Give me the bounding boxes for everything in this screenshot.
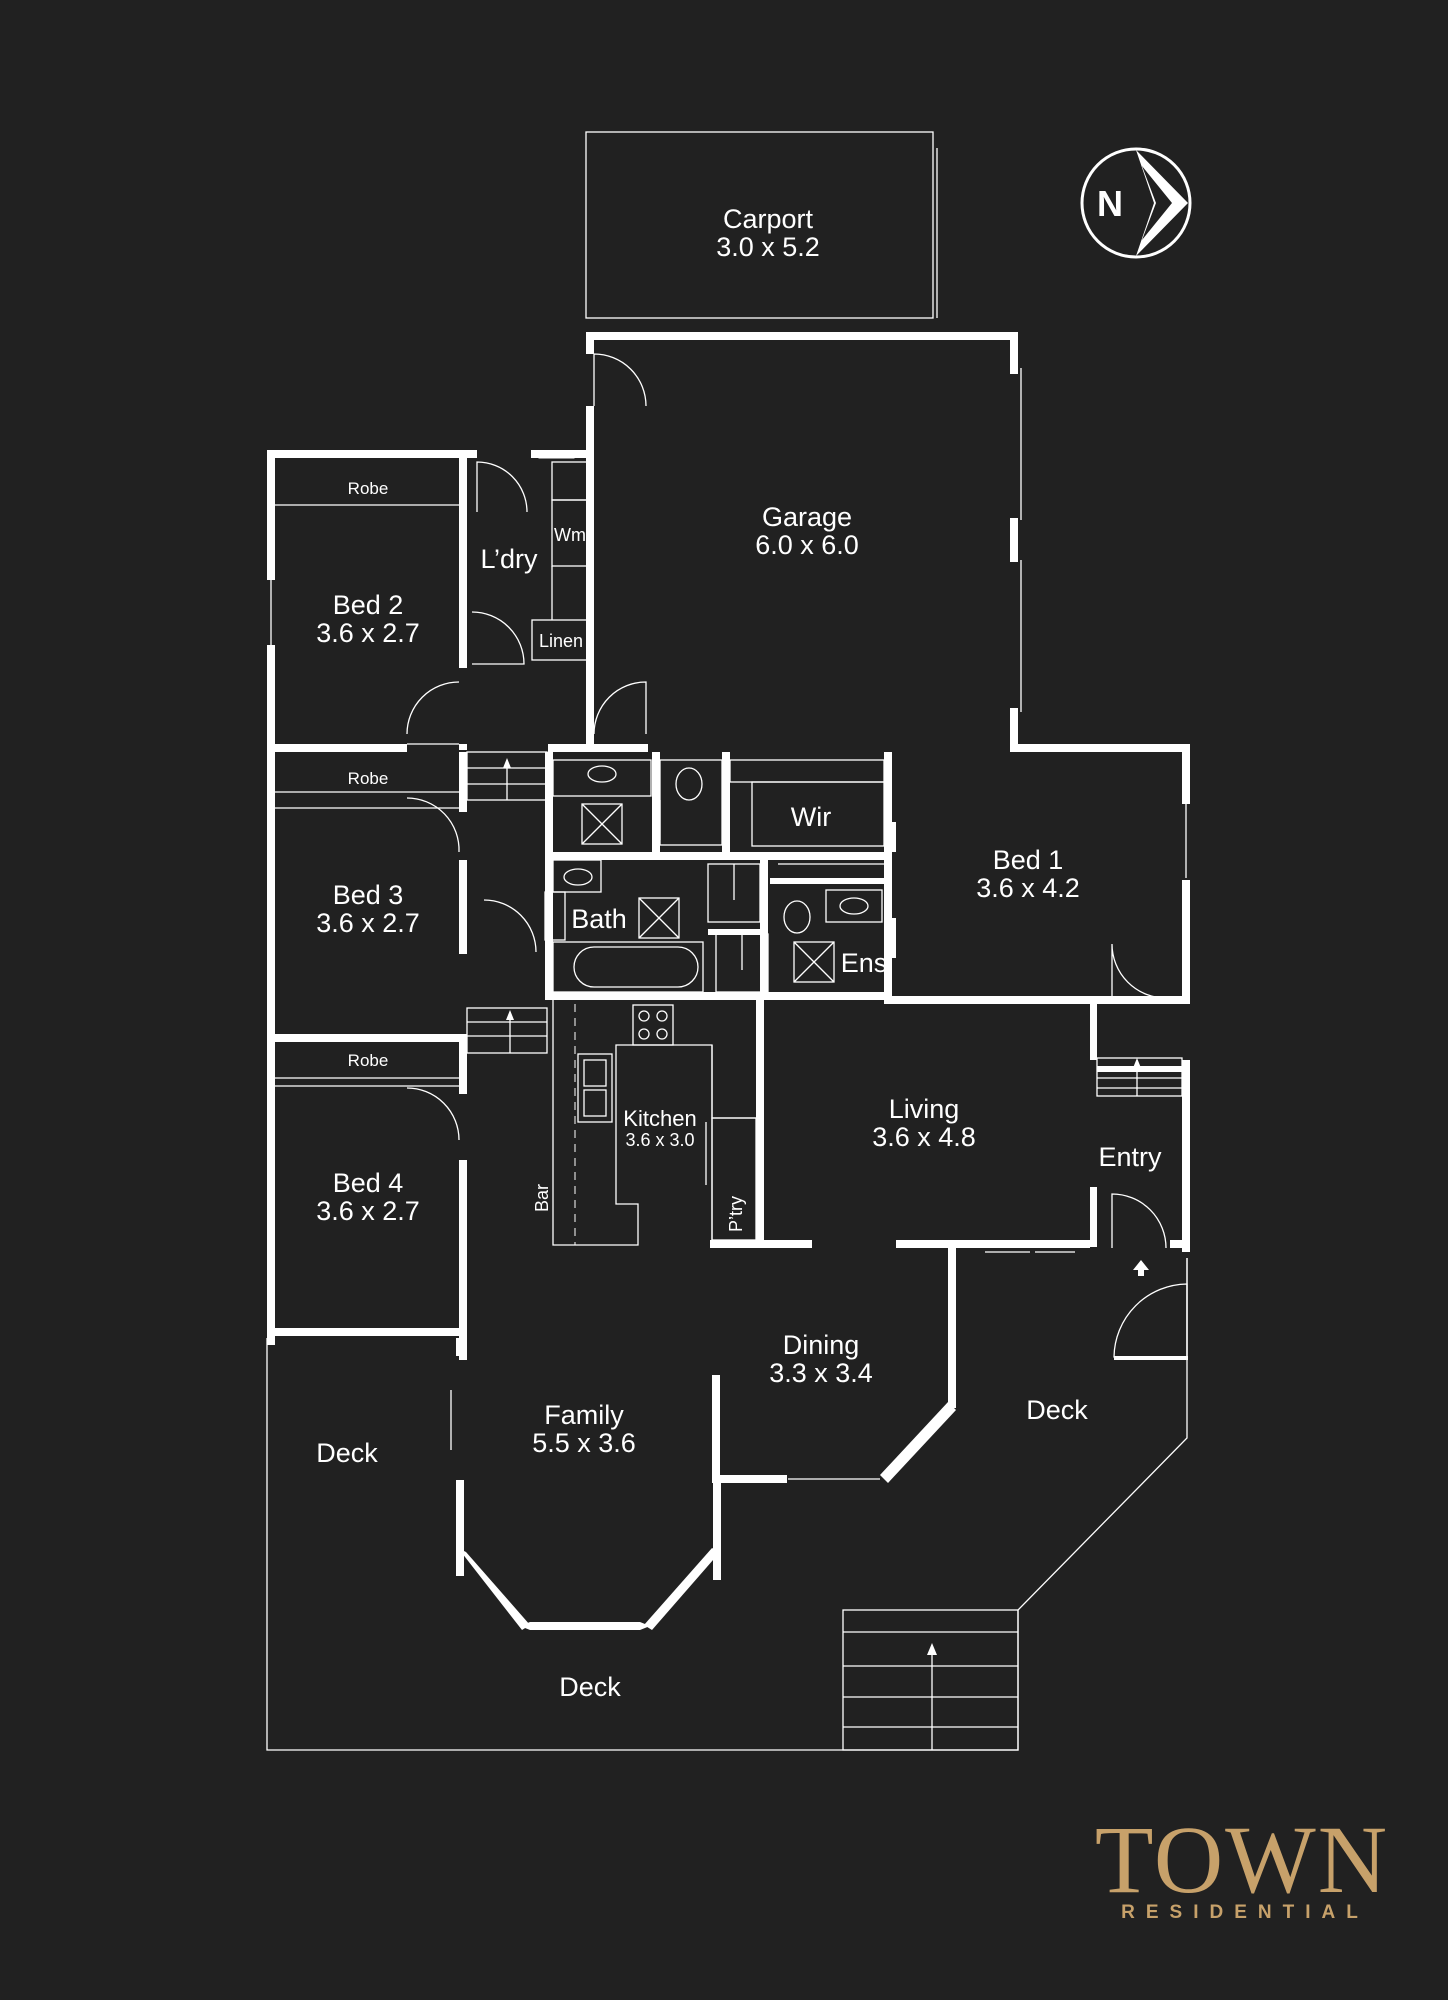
town-residential-logo: TOWN RESIDENTIAL bbox=[1095, 1806, 1389, 1923]
bed2-name: Bed 2 bbox=[333, 590, 404, 620]
bed4-name: Bed 4 bbox=[333, 1168, 404, 1198]
dining-size: 3.3 x 3.4 bbox=[769, 1358, 873, 1388]
bed2-size: 3.6 x 2.7 bbox=[316, 618, 420, 648]
kitchen-size: 3.6 x 3.0 bbox=[625, 1130, 694, 1150]
bed2-robe: Robe bbox=[348, 479, 389, 498]
carport-name: Carport bbox=[723, 204, 814, 234]
garage-size: 6.0 x 6.0 bbox=[755, 530, 859, 560]
deck-west-label: Deck bbox=[316, 1438, 378, 1468]
compass-label: N bbox=[1097, 183, 1123, 224]
wm-label: Wm bbox=[554, 525, 586, 545]
bed4-robe: Robe bbox=[348, 1051, 389, 1070]
pantry-label: P’try bbox=[726, 1196, 746, 1232]
carport-outline bbox=[585, 131, 938, 319]
bath-label: Bath bbox=[571, 904, 627, 934]
deck-east-label: Deck bbox=[1026, 1395, 1088, 1425]
fixtures bbox=[275, 461, 1183, 1276]
north-arrow-icon: N bbox=[1080, 147, 1192, 259]
entry-label: Entry bbox=[1098, 1142, 1162, 1172]
bed3-size: 3.6 x 2.7 bbox=[316, 908, 420, 938]
bar-label: Bar bbox=[532, 1184, 552, 1212]
windows bbox=[270, 368, 1187, 1627]
bed3-robe: Robe bbox=[348, 769, 389, 788]
bed1-name: Bed 1 bbox=[993, 845, 1064, 875]
deck-south-label: Deck bbox=[559, 1672, 621, 1702]
laundry-name: L’dry bbox=[480, 544, 538, 574]
bed3-name: Bed 3 bbox=[333, 880, 404, 910]
wir-label: Wir bbox=[791, 802, 831, 832]
carport-size: 3.0 x 5.2 bbox=[716, 232, 820, 262]
deck-outline bbox=[266, 1258, 1188, 1751]
dining-name: Dining bbox=[783, 1330, 860, 1360]
walls bbox=[267, 332, 1190, 1630]
linen-label: Linen bbox=[539, 631, 583, 651]
doors bbox=[406, 353, 1188, 1360]
living-name: Living bbox=[889, 1094, 960, 1124]
family-size: 5.5 x 3.6 bbox=[532, 1428, 636, 1458]
kitchen-name: Kitchen bbox=[623, 1106, 696, 1131]
room-labels: Carport 3.0 x 5.2 Garage 6.0 x 6.0 L’dry… bbox=[316, 204, 1162, 1702]
bed1-size: 3.6 x 4.2 bbox=[976, 873, 1080, 903]
bed4-size: 3.6 x 2.7 bbox=[316, 1196, 420, 1226]
logo-tagline: RESIDENTIAL bbox=[1121, 1902, 1369, 1923]
family-name: Family bbox=[544, 1400, 624, 1430]
garage-name: Garage bbox=[762, 502, 852, 532]
ens-label: Ens bbox=[841, 948, 888, 978]
logo-brand: TOWN bbox=[1095, 1806, 1389, 1913]
living-size: 3.6 x 4.8 bbox=[872, 1122, 976, 1152]
